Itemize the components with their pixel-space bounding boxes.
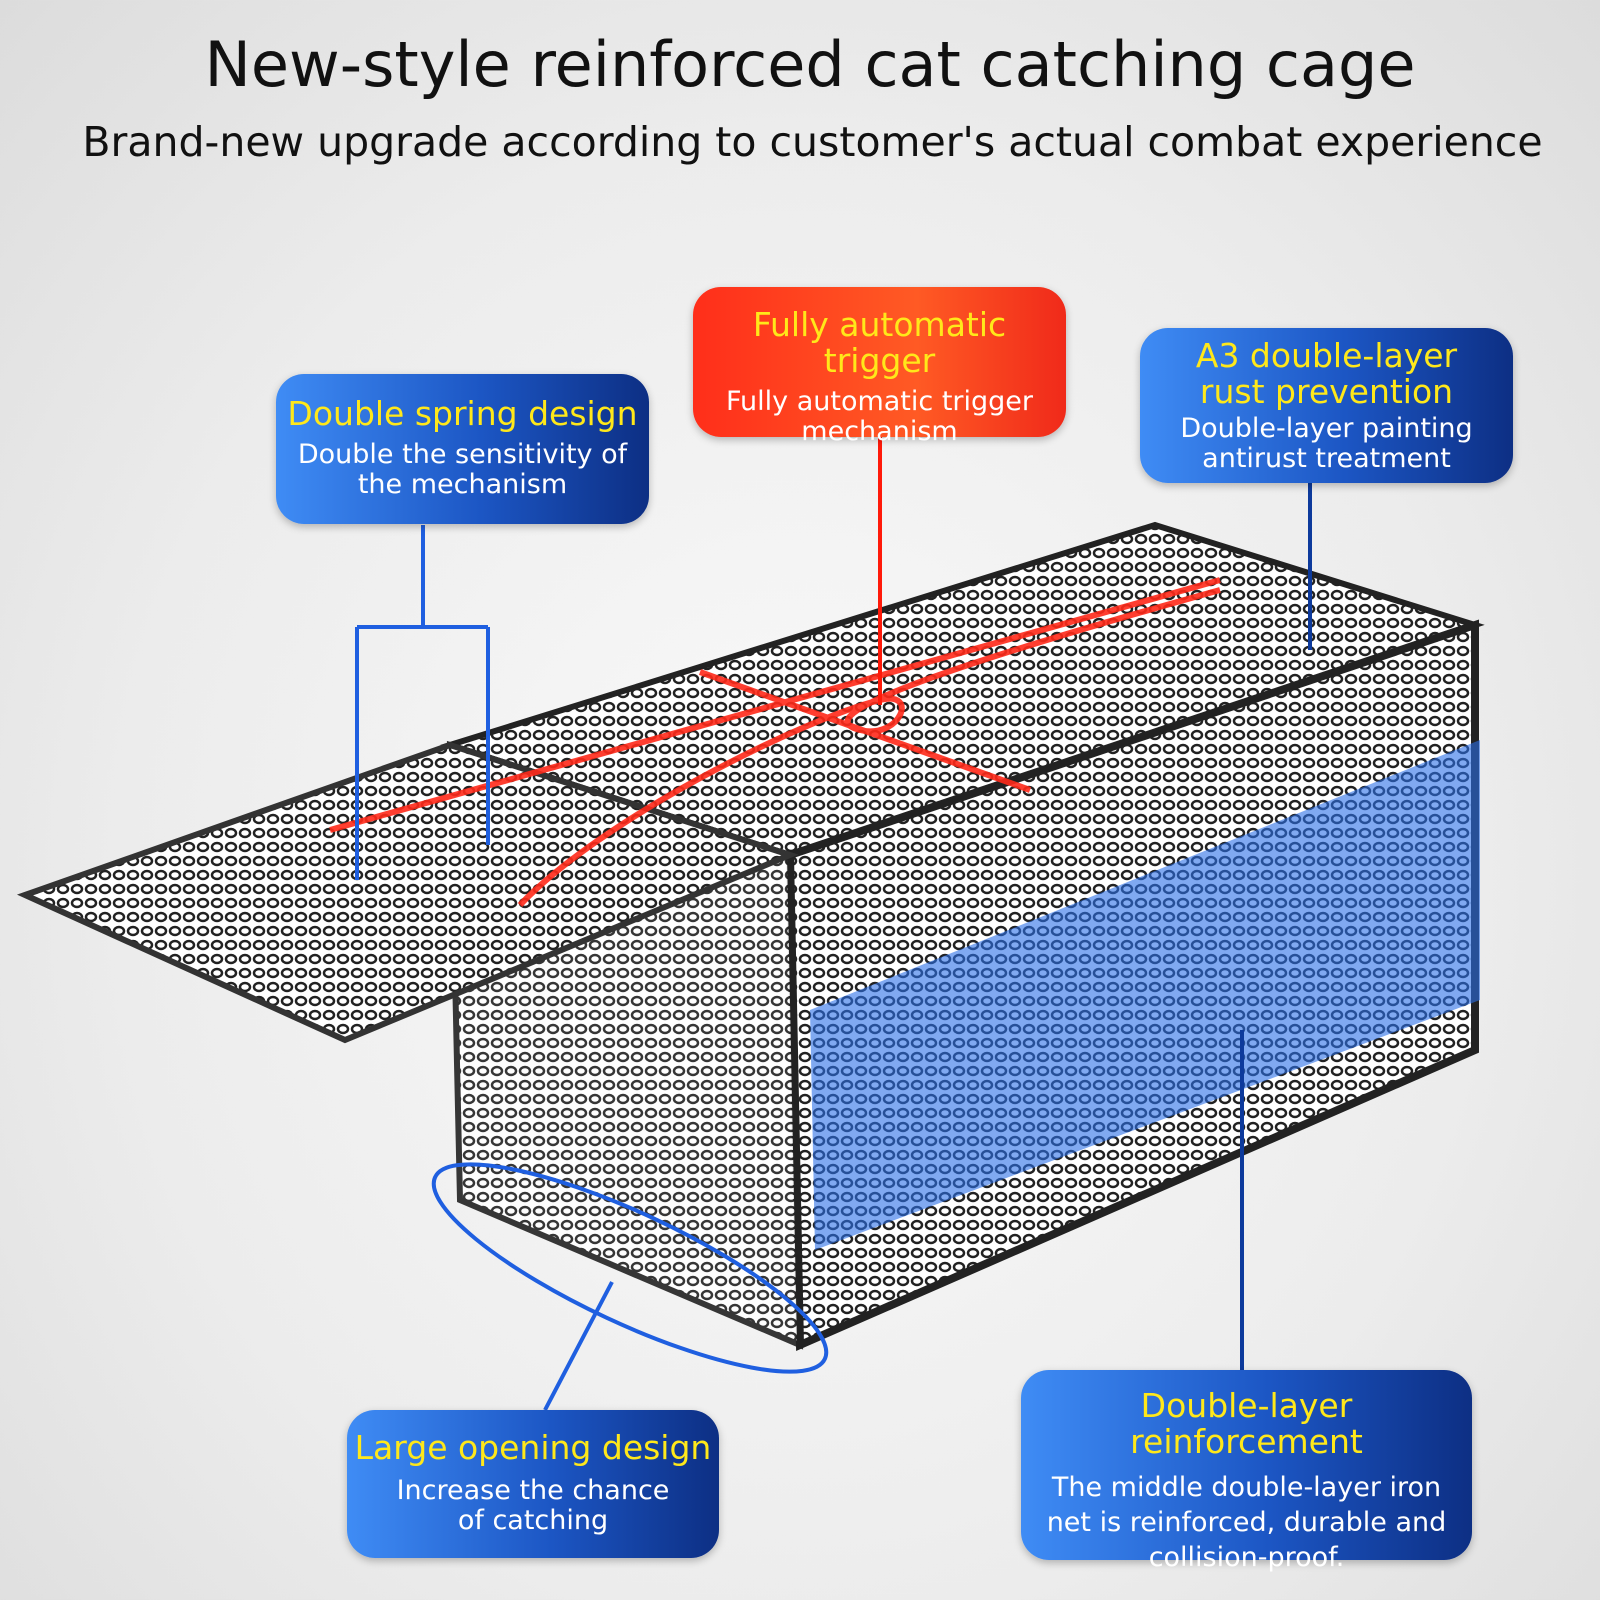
callout-heading: Fully automatic trigger (752, 305, 1007, 380)
callout-heading: Double spring design (287, 394, 638, 433)
reinforcement-highlight (810, 740, 1480, 1250)
callout-double-spring: Double spring design Double the sensitiv… (276, 374, 649, 524)
trigger-wires (329, 577, 1221, 908)
callout-rust-prevention: A3 double-layer rust prevention Double-l… (1140, 328, 1513, 483)
callout-body: The middle double-layer iron net is rein… (1046, 1472, 1447, 1573)
callout-heading: A3 double-layer rust prevention (1195, 336, 1458, 411)
callout-large-opening: Large opening design Increase the chance… (347, 1410, 719, 1558)
page-subtitle: Brand-new upgrade according to customer'… (82, 118, 1543, 166)
callout-double-layer-reinforcement: Double-layer reinforcement The middle do… (1021, 1370, 1472, 1573)
callout-body: Increase the chance of catching (396, 1475, 670, 1536)
callout-body: Double the sensitivity of the mechanism (297, 439, 628, 500)
callout-heading: Large opening design (354, 1428, 712, 1467)
cage-door (16, 741, 799, 1044)
callout-body: Double-layer painting antirust treatment (1180, 413, 1473, 474)
callout-automatic-trigger: Fully automatic trigger Fully automatic … (693, 287, 1066, 447)
callout-body: Fully automatic trigger mechanism (725, 386, 1034, 447)
page-title: New-style reinforced cat catching cage (204, 28, 1416, 101)
callout-heading: Double-layer reinforcement (1130, 1386, 1363, 1461)
